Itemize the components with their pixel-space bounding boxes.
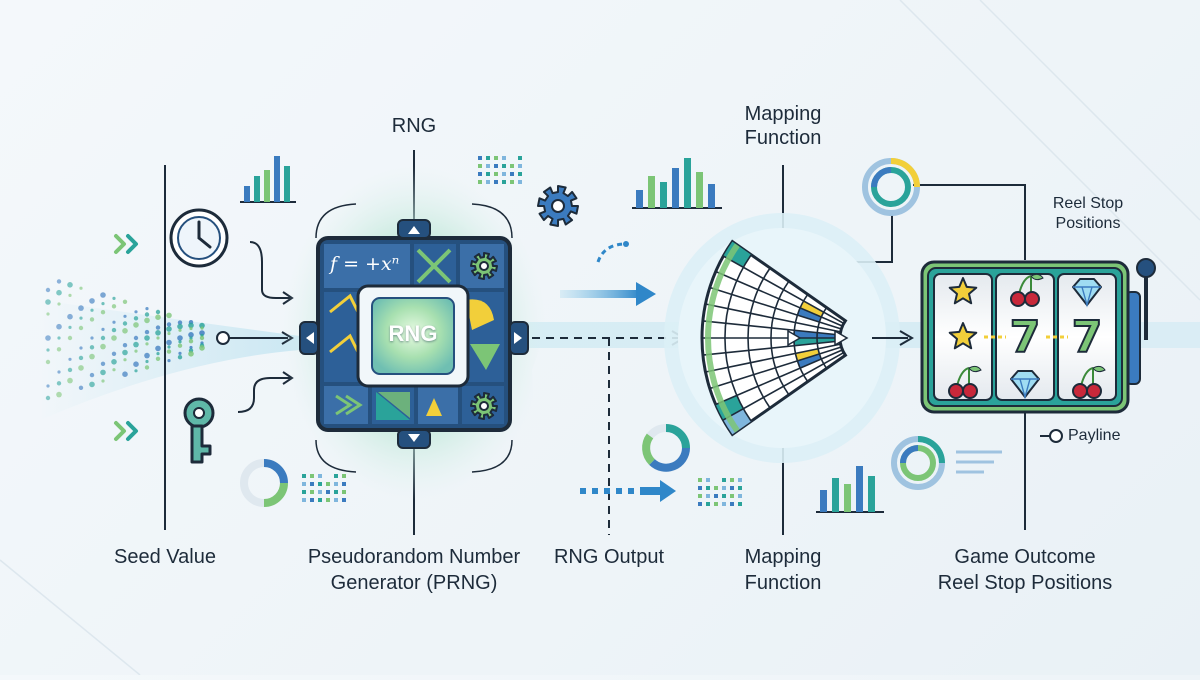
prng-side-tabs (299, 219, 529, 449)
bar-chart-icon-3 (816, 466, 884, 513)
svg-text:7: 7 (1072, 312, 1103, 363)
game-outcome-label-line2: Reel Stop Positions (937, 572, 1113, 594)
reel-stop-label-line1: Reel Stop (1052, 195, 1124, 212)
prng-formula: f = +xⁿ (330, 253, 400, 275)
mapping-function-grid (700, 239, 849, 437)
mapping-bottom-label-line1: Mapping (744, 546, 822, 568)
prng-label-line1: Pseudorandom Number (307, 546, 521, 568)
dot-grid-decor (302, 156, 742, 506)
reel-stop-label-line2: Positions (1055, 215, 1121, 232)
mapping-bottom-label-line2: Function (744, 572, 822, 594)
gear-icon-core-top (470, 252, 498, 280)
prng-label-line2: Generator (PRNG) (330, 572, 498, 594)
rng-output-label: RNG Output (553, 546, 665, 568)
mapping-top-label-line2: Function (744, 127, 822, 149)
rng-chip-label: RNG (388, 321, 438, 346)
seed-value-label: Seed Value (114, 546, 216, 568)
rng-chip (356, 284, 470, 388)
donut-icon-4 (891, 436, 1002, 490)
game-outcome-label-line1: Game Outcome (954, 546, 1096, 568)
payline-label: Payline (1068, 427, 1121, 444)
donut-icon-1 (240, 459, 288, 507)
chevron-icons (114, 234, 138, 441)
clock-icon (169, 208, 294, 305)
bar-chart-icon-2 (632, 158, 722, 209)
payline-marker (1040, 429, 1063, 443)
seed-particles (45, 279, 205, 401)
gear-icon-core-bottom (470, 392, 498, 420)
key-icon (183, 371, 294, 464)
bar-chart-icon-1 (240, 156, 296, 203)
gear-icon-float (537, 185, 579, 227)
svg-text:7: 7 (1010, 312, 1041, 363)
rng-top-label: RNG (391, 115, 437, 137)
donut-icon-2 (642, 424, 690, 472)
donut-icon-3 (862, 158, 920, 216)
mapping-arrow-out (872, 330, 914, 346)
mapping-top-label-line1: Mapping (744, 103, 822, 125)
